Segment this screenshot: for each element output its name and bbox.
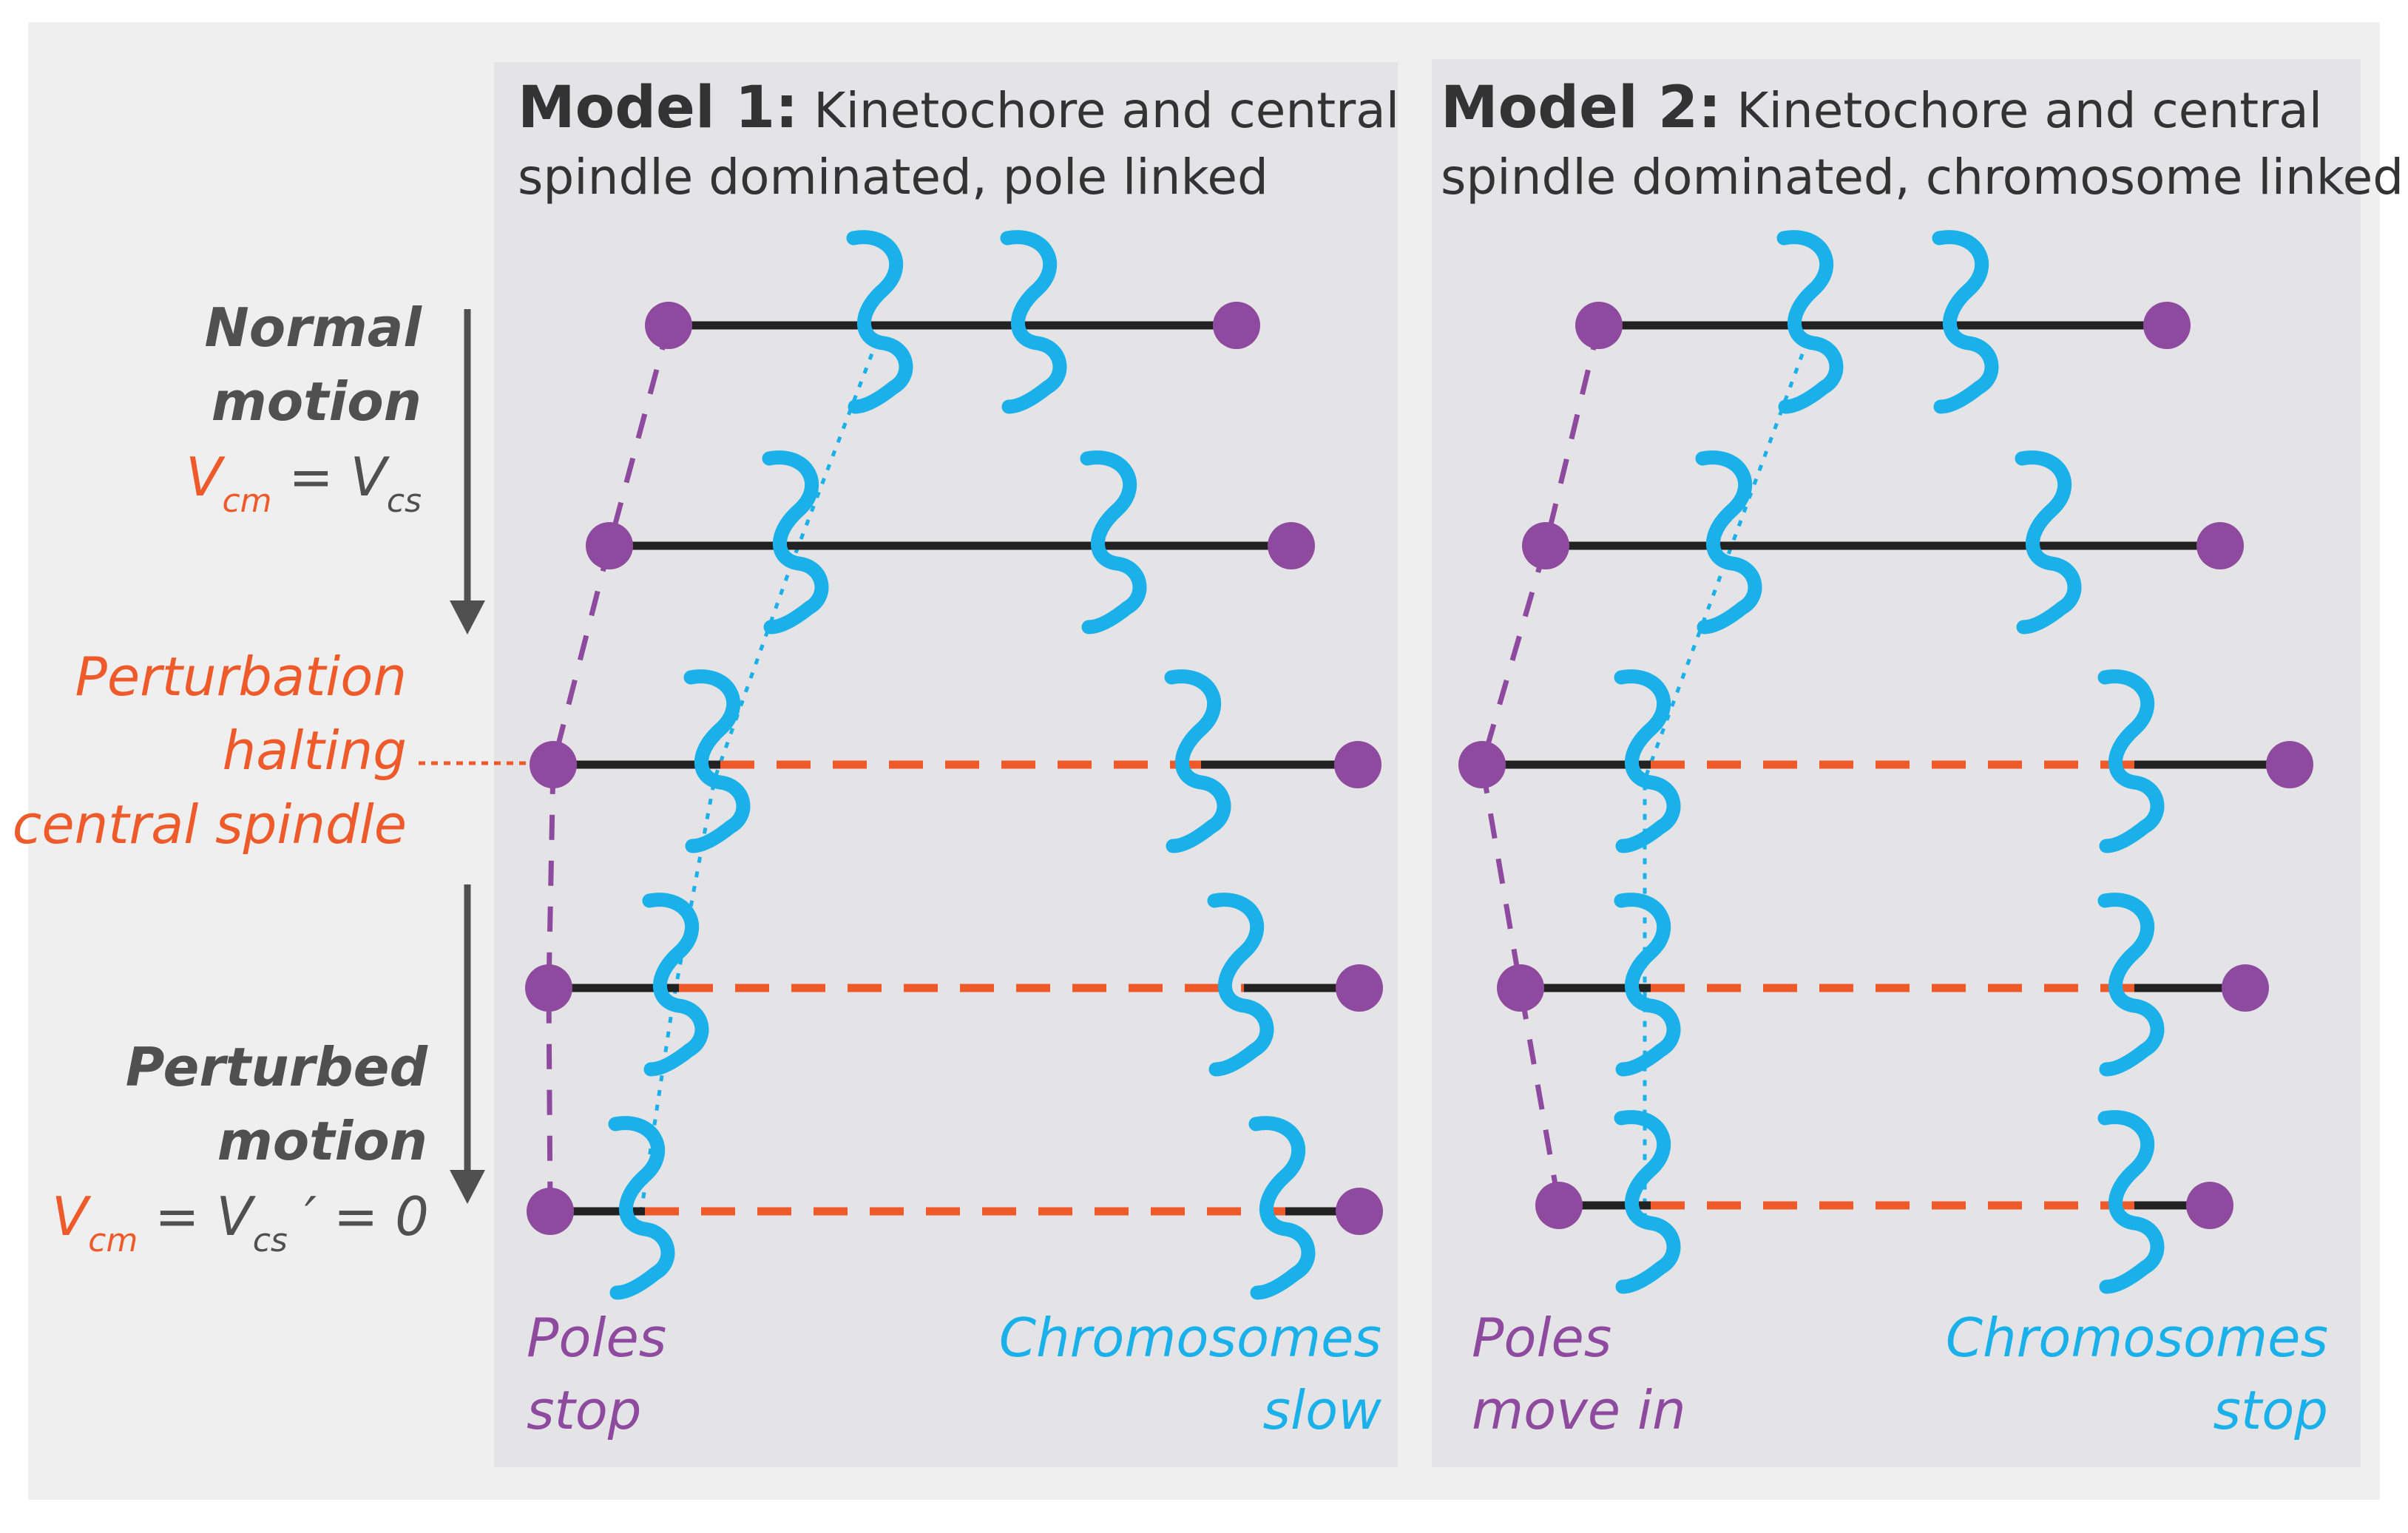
pole-dot-right bbox=[2266, 741, 2313, 788]
pole-dot-right bbox=[1268, 522, 1315, 569]
model2-chromosomes-label-2: stop bbox=[2213, 1379, 2329, 1441]
perturbed-motion-label-2: motion bbox=[217, 1110, 427, 1172]
model1-chromosomes-label-2: slow bbox=[1263, 1379, 1382, 1441]
model2-title-line1: Model 2: Kinetochore and central bbox=[1441, 75, 2322, 141]
pole-dot-right bbox=[2186, 1182, 2233, 1229]
pole-dot-right bbox=[2143, 302, 2191, 349]
time-arrow-perturbed-head bbox=[450, 1170, 485, 1204]
model1-chromosome-trajectory bbox=[637, 339, 879, 1227]
model2-spindle-row bbox=[1522, 458, 2244, 627]
normal-motion-label-1: Normal bbox=[204, 297, 422, 359]
perturbation-label-2: halting bbox=[223, 720, 407, 782]
pole-dot-right bbox=[1336, 964, 1383, 1012]
model1-poles-label-2: stop bbox=[527, 1379, 642, 1441]
model1-chromosomes-label-1: Chromosomes bbox=[999, 1307, 1381, 1369]
pole-dot-right bbox=[1336, 1188, 1383, 1235]
model1-spindle-diagram bbox=[525, 237, 1383, 1293]
perturbation-label-3: central spindle bbox=[13, 793, 407, 856]
pole-dot-left bbox=[1497, 964, 1544, 1012]
equation-normal: Vcm = Vcs bbox=[186, 446, 422, 520]
model2-spindle-row bbox=[1535, 1117, 2233, 1287]
model2-title-line2: spindle dominated, chromosome linked bbox=[1441, 149, 2404, 206]
model1-title-line1: Model 1: Kinetochore and central bbox=[518, 75, 1399, 141]
normal-motion-label-2: motion bbox=[212, 370, 422, 433]
equation-perturbed: Vcm = Vcs ′ = 0 bbox=[52, 1185, 429, 1259]
model2-poles-label-1: Poles bbox=[1472, 1307, 1611, 1369]
pole-dot-right bbox=[1334, 741, 1381, 788]
pole-dot-right bbox=[2196, 522, 2244, 569]
pole-dot-left bbox=[586, 522, 633, 569]
perturbation-label-1: Perturbation bbox=[75, 646, 407, 708]
model2-spindle-row bbox=[1458, 677, 2313, 846]
model1-pole-trajectory bbox=[546, 325, 672, 1212]
model2-poles-label-2: move in bbox=[1472, 1379, 1686, 1441]
model2-pole-trajectory bbox=[1479, 325, 1602, 1206]
pole-dot-left bbox=[1522, 522, 1569, 569]
model1-spindle-row bbox=[586, 458, 1315, 627]
time-arrow-normal-head bbox=[450, 600, 485, 634]
left-labels: Normal motion Vcm = Vcs Perturbation hal… bbox=[13, 297, 429, 1259]
pole-dot-left bbox=[527, 1188, 574, 1235]
pole-dot-left bbox=[645, 302, 692, 349]
model1-spindle-row bbox=[530, 677, 1381, 846]
model1-poles-label-1: Poles bbox=[527, 1307, 666, 1369]
pole-dot-left bbox=[1458, 741, 1506, 788]
pole-dot-left bbox=[1575, 302, 1623, 349]
pole-dot-right bbox=[1213, 302, 1260, 349]
model2-chromosomes-label-1: Chromosomes bbox=[1946, 1307, 2328, 1369]
model1-spindle-row bbox=[525, 900, 1383, 1069]
perturbed-motion-label-1: Perturbed bbox=[126, 1036, 429, 1098]
model1-spindle-row bbox=[645, 237, 1260, 407]
pole-dot-left bbox=[1535, 1182, 1583, 1229]
model1-spindle-row bbox=[527, 1123, 1383, 1293]
model2-spindle-row bbox=[1497, 900, 2269, 1069]
pole-dot-left bbox=[525, 964, 572, 1012]
pole-dot-left bbox=[530, 741, 577, 788]
model2-spindle-diagram bbox=[1458, 237, 2313, 1287]
model2-spindle-row bbox=[1575, 237, 2191, 407]
pole-dot-right bbox=[2222, 964, 2269, 1012]
model1-title-line2: spindle dominated, pole linked bbox=[518, 149, 1268, 206]
